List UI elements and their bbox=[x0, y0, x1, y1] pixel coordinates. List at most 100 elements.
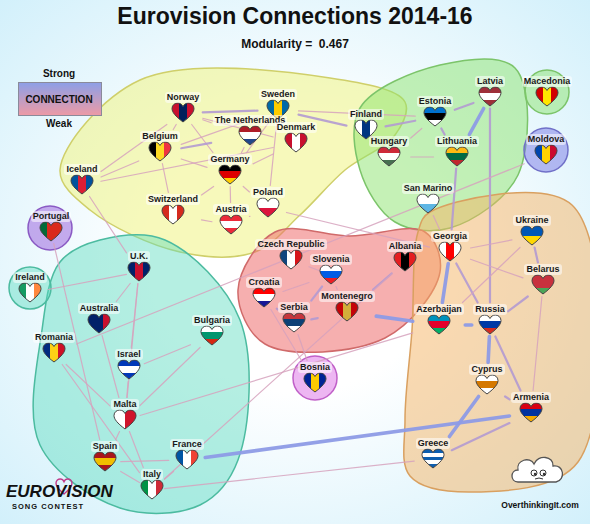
country-name: Norway bbox=[165, 92, 202, 103]
connection-line bbox=[411, 129, 422, 139]
flag-heart bbox=[219, 165, 241, 185]
heart-shape bbox=[422, 449, 444, 468]
heart-shape bbox=[162, 205, 184, 224]
heart-shape bbox=[521, 226, 543, 245]
flag-heart bbox=[94, 452, 116, 472]
cluster-region bbox=[33, 235, 249, 514]
connection-line bbox=[121, 460, 169, 461]
connection-line bbox=[449, 397, 478, 437]
connection-line bbox=[463, 248, 520, 303]
heart-shape bbox=[446, 147, 468, 166]
country-node: Belgium bbox=[140, 131, 180, 162]
connection-line bbox=[249, 216, 251, 217]
country-node: Hungary bbox=[369, 136, 410, 167]
heart-shape bbox=[220, 215, 242, 234]
connection-line bbox=[230, 187, 232, 203]
heart-shape bbox=[40, 222, 62, 241]
flag-heart bbox=[283, 313, 305, 333]
flag-heart bbox=[320, 265, 342, 285]
heart-shape bbox=[43, 343, 65, 362]
country-node: Armenia bbox=[511, 392, 551, 423]
connection-line bbox=[165, 274, 393, 479]
country-name: Armenia bbox=[511, 392, 551, 403]
connection-line bbox=[452, 169, 457, 230]
connection-line bbox=[62, 365, 139, 473]
heart-shape bbox=[239, 126, 261, 145]
heart-shape bbox=[94, 452, 116, 471]
connection-line bbox=[127, 284, 138, 398]
connection-line bbox=[386, 121, 416, 127]
flag-heart bbox=[439, 242, 461, 262]
heart-shape bbox=[479, 315, 501, 334]
flag-heart bbox=[114, 410, 136, 430]
connection-line bbox=[101, 147, 273, 181]
country-name: Albania bbox=[387, 241, 424, 252]
connection-line bbox=[140, 348, 200, 406]
country-node: Ukraine bbox=[513, 215, 550, 246]
flag-heart bbox=[141, 480, 163, 500]
flag-heart bbox=[428, 315, 450, 335]
connection-line bbox=[173, 125, 176, 130]
country-name: U.K. bbox=[128, 251, 150, 262]
heart-shape bbox=[201, 326, 223, 345]
heart-shape bbox=[257, 198, 279, 217]
connection-line bbox=[48, 274, 126, 289]
country-node: Slovenia bbox=[310, 254, 351, 285]
connection-line bbox=[242, 148, 245, 153]
heart-shape bbox=[378, 147, 400, 166]
country-name: Malta bbox=[111, 399, 138, 410]
heart-shape bbox=[336, 302, 358, 321]
connection-line bbox=[102, 336, 119, 398]
flag-heart bbox=[88, 314, 110, 334]
country-node: Belarus bbox=[524, 264, 561, 295]
connection-line bbox=[116, 284, 130, 302]
heart-shape bbox=[176, 450, 198, 469]
connection-line bbox=[469, 109, 483, 135]
watermark: OverthinkingIt.com bbox=[501, 500, 578, 510]
connection-line bbox=[144, 345, 190, 364]
heart-shape bbox=[149, 142, 171, 161]
country-name: Romania bbox=[33, 332, 75, 343]
country-name: Denmark bbox=[275, 122, 318, 133]
country-name: Montenegro bbox=[319, 291, 375, 302]
heart-shape bbox=[88, 314, 110, 333]
flag-heart bbox=[532, 275, 554, 295]
heart-shape bbox=[320, 265, 342, 284]
connection-line bbox=[488, 337, 489, 363]
connection-line bbox=[533, 297, 542, 391]
country-name: Bosnia bbox=[298, 362, 332, 373]
connection-line bbox=[202, 187, 214, 195]
cloud-pupil bbox=[534, 473, 536, 475]
country-name: Portugal bbox=[31, 211, 72, 222]
country-node: Estonia bbox=[417, 96, 454, 127]
flag-heart bbox=[257, 198, 279, 218]
flag-heart bbox=[424, 107, 446, 127]
country-name: Israel bbox=[115, 349, 143, 360]
country-name: Lithuania bbox=[435, 136, 479, 147]
country-node: Montenegro bbox=[319, 291, 375, 322]
connection-line bbox=[376, 316, 412, 321]
country-node: Italy bbox=[141, 469, 163, 500]
cluster-region bbox=[293, 356, 337, 400]
cloud-mouth bbox=[535, 478, 543, 479]
country-node: Malta bbox=[111, 399, 138, 430]
flag-heart bbox=[422, 449, 444, 469]
flag-heart bbox=[239, 126, 261, 146]
heart-shape bbox=[128, 262, 150, 281]
country-node: Australia bbox=[78, 303, 121, 334]
country-name: Australia bbox=[78, 303, 121, 314]
connection-line bbox=[253, 154, 273, 164]
connection-line bbox=[441, 129, 444, 135]
country-node: Georgia bbox=[431, 231, 469, 262]
connection-line bbox=[505, 397, 509, 400]
country-name: Spain bbox=[91, 441, 120, 452]
heart-shape bbox=[172, 103, 194, 122]
connection-line bbox=[202, 220, 212, 222]
country-name: Cyprus bbox=[469, 364, 504, 375]
country-name: Belarus bbox=[524, 264, 561, 275]
flag-heart bbox=[176, 450, 198, 470]
country-node: Albania bbox=[387, 241, 424, 272]
heart-shape bbox=[417, 194, 439, 213]
country-node: San Marino bbox=[402, 183, 455, 214]
cloud-mascot bbox=[512, 457, 562, 482]
